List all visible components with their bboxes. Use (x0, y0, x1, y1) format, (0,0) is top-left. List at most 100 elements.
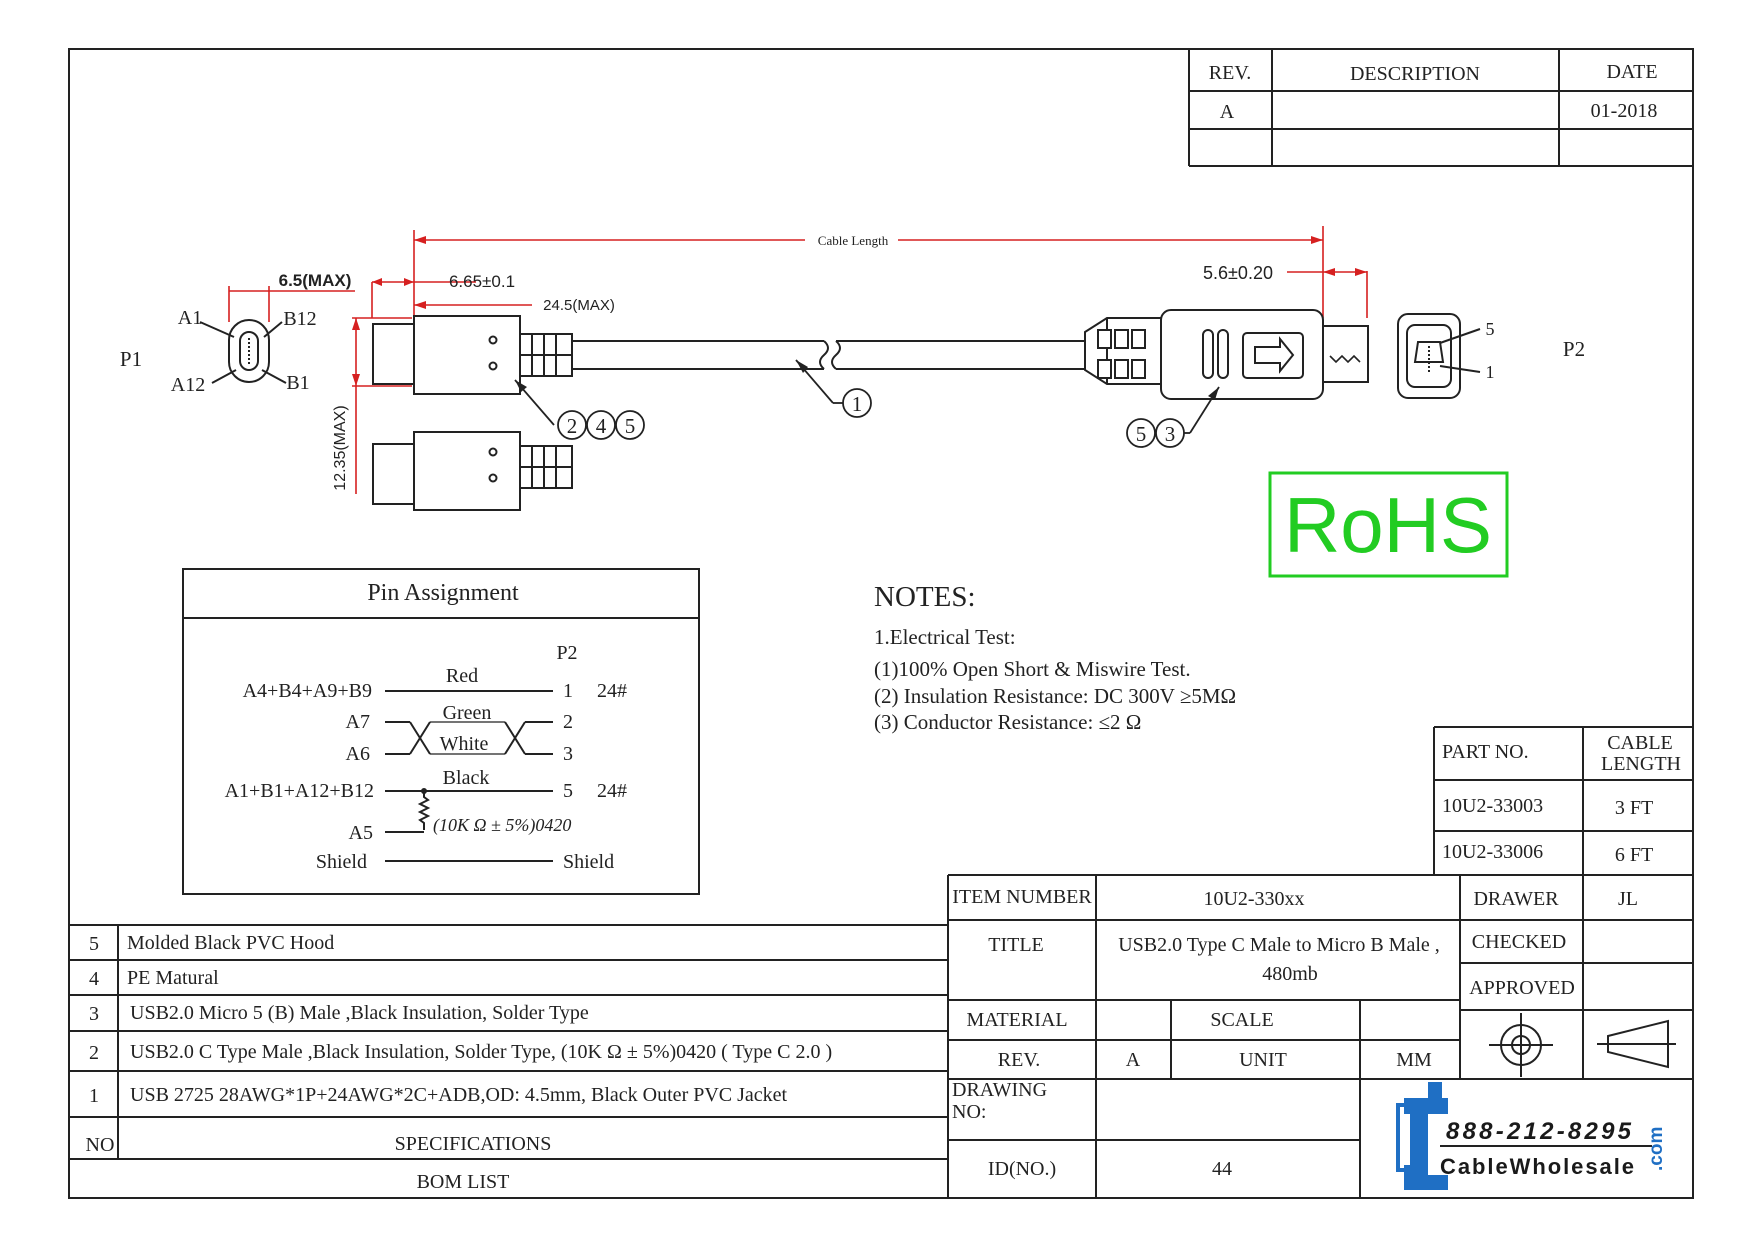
pin-row-2-right: 2 (563, 711, 573, 733)
bom-row-5-no: 1 (89, 1085, 99, 1107)
svg-text:5: 5 (625, 414, 636, 438)
bom-row-3-spec: USB2.0 Micro 5 (B) Male ,Black Insulatio… (130, 1002, 589, 1024)
type-c-plug-top (372, 315, 573, 395)
title-label: TITLE (988, 934, 1044, 956)
notes-title: NOTES: (874, 581, 976, 613)
balloon-1: 1 (842, 388, 872, 418)
balloon-4: 4 (586, 410, 616, 440)
type-c-plug-side (372, 431, 573, 511)
pin-row-4-right: 5 (563, 780, 573, 802)
unit-value: MM (1396, 1049, 1432, 1071)
pin-assignment-box (182, 568, 700, 895)
pin-row-3-left: A6 (346, 743, 370, 765)
dimension-lines (228, 226, 1368, 494)
resistor-note: (10K Ω ± 5%)0420 (433, 815, 571, 836)
p2-pin5-label: 5 (1486, 319, 1495, 339)
pin-row-6-right: Shield (563, 851, 614, 873)
pin-row-1-gauge: 24# (597, 680, 627, 702)
p1-label: P1 (120, 347, 142, 371)
rev-value: A (1220, 101, 1235, 123)
pin-b12-label: B12 (283, 308, 316, 330)
revision-block (1188, 49, 1693, 167)
pin-assignment-p2-header: P2 (556, 642, 577, 664)
drawer-label: DRAWER (1473, 888, 1559, 910)
cable (572, 340, 1085, 370)
checked-label: CHECKED (1472, 931, 1566, 953)
p1-width-dimension: 6.5(MAX) (279, 271, 352, 290)
bom-row-5-spec: USB 2725 28AWG*1P+24AWG*2C+ADB,OD: 4.5mm… (130, 1084, 788, 1106)
pin-a1-label: A1 (178, 307, 202, 329)
micro-b-plug (1084, 309, 1369, 400)
rev-label: REV. (998, 1049, 1040, 1071)
pin-row-1-wire: Red (446, 665, 478, 687)
rohs-box (1268, 471, 1509, 578)
part-number-table (1433, 726, 1693, 1012)
length-row-1: 3 FT (1615, 797, 1653, 819)
scale-label: SCALE (1210, 1009, 1273, 1031)
bom-table (69, 875, 949, 1198)
logo-phone: 888-212-8295 (1446, 1118, 1632, 1145)
svg-text:4: 4 (596, 414, 607, 438)
logo-dotcom: .com (1646, 1127, 1667, 1171)
bom-row-1-spec: Molded Black PVC Hood (127, 932, 334, 954)
pin-assignment-title: Pin Assignment (367, 580, 519, 606)
pin-row-2-wire: Green (443, 702, 492, 724)
approved-label: APPROVED (1469, 977, 1575, 999)
junction-dot (421, 788, 427, 794)
cable-length-dimension: Cable Length (818, 233, 889, 248)
rev-header: REV. (1209, 62, 1251, 84)
drawer-value: JL (1618, 888, 1638, 910)
date-header: DATE (1606, 61, 1657, 83)
plug-offset-dimension: 6.65±0.1 (449, 272, 515, 291)
cable-length-header-2: LENGTH (1601, 753, 1681, 775)
balloon-5-left: 5 (615, 410, 645, 440)
pin-row-4-left: A1+B1+A12+B12 (225, 780, 374, 802)
svg-text:5: 5 (1136, 422, 1147, 446)
height-dimension: 12.35(MAX) (332, 405, 349, 490)
projection-symbol (1489, 1013, 1676, 1077)
pin-row-5-left: A5 (349, 822, 373, 844)
drawing-no-label-2: NO: (952, 1101, 986, 1123)
logo-brand: CableWholesale (1440, 1154, 1634, 1179)
bom-row-4-no: 2 (89, 1042, 99, 1064)
length-row-2: 6 FT (1615, 844, 1653, 866)
item-number-value: 10U2-330xx (1203, 888, 1304, 910)
part-no-header: PART NO. (1442, 741, 1529, 763)
p2-label: P2 (1563, 337, 1585, 361)
pin-a12-label: A12 (171, 374, 205, 396)
rohs-mark: RoHS (1284, 481, 1492, 569)
title-block (948, 874, 1693, 1198)
boot-length-dimension: 24.5(MAX) (543, 297, 615, 314)
bom-row-2-no: 4 (89, 968, 99, 990)
pin-row-2-left: A7 (346, 711, 370, 733)
balloon-5-right: 5 (1126, 418, 1156, 448)
balloon-3: 3 (1155, 418, 1185, 448)
pin-row-4-wire: Black (443, 767, 490, 789)
bom-footer: BOM LIST (417, 1171, 510, 1193)
p2-length-dimension: 5.6±0.20 (1203, 263, 1273, 283)
svg-text:3: 3 (1165, 422, 1176, 446)
bom-header-no: NO (86, 1134, 115, 1156)
description-header: DESCRIPTION (1350, 63, 1480, 85)
p2-end-view (1397, 313, 1481, 399)
drawing-no-label-1: DRAWING (952, 1079, 1047, 1101)
title-line-1: USB2.0 Type C Male to Micro B Male , (1118, 934, 1440, 956)
bom-row-1-no: 5 (89, 933, 99, 955)
rev-value-title: A (1126, 1049, 1141, 1071)
pin-row-1-left: A4+B4+A9+B9 (243, 680, 372, 702)
pin-row-6-left: Shield (316, 851, 367, 873)
bom-row-4-spec: USB2.0 C Type Male ,Black Insulation, So… (130, 1041, 832, 1063)
pin-row-1-right: 1 (563, 680, 573, 702)
bom-row-3-no: 3 (89, 1003, 99, 1025)
p1-end-view (199, 319, 287, 384)
notes-line-4: (3) Conductor Resistance: ≤2 Ω (874, 710, 1141, 734)
bom-header-spec: SPECIFICATIONS (395, 1133, 552, 1155)
balloon-2: 2 (557, 410, 587, 440)
material-label: MATERIAL (966, 1009, 1067, 1031)
date-value: 01-2018 (1591, 100, 1658, 122)
svg-text:1: 1 (852, 392, 863, 416)
notes-line-3: (2) Insulation Resistance: DC 300V ≥5MΩ (874, 684, 1236, 708)
title-line-2: 480mb (1262, 963, 1318, 985)
svg-text:2: 2 (567, 414, 578, 438)
